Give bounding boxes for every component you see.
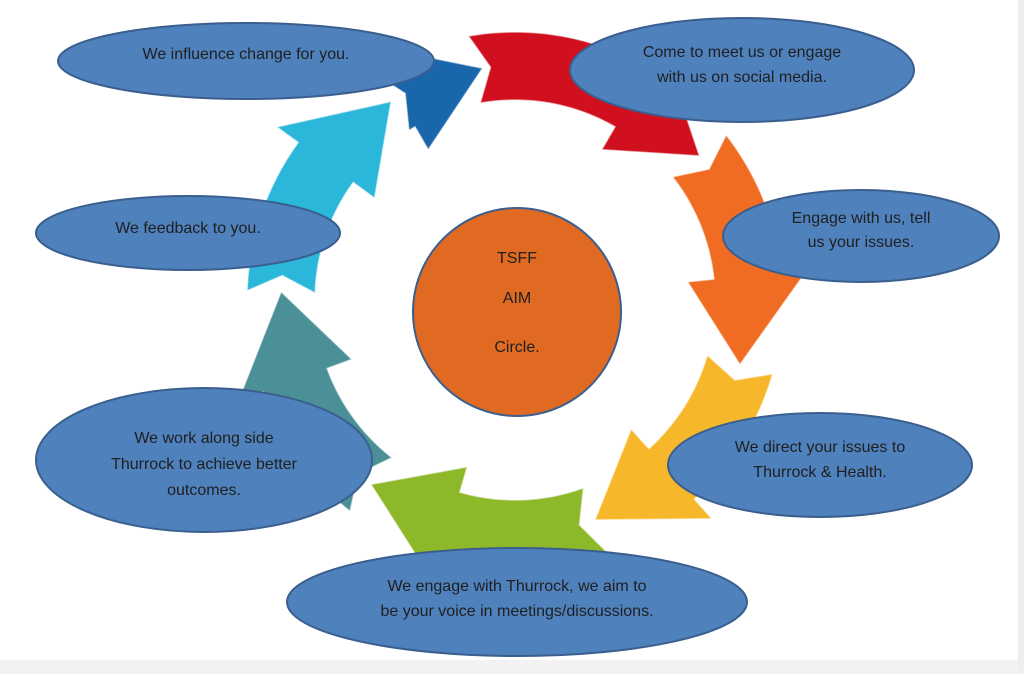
bottom-band <box>0 660 1024 674</box>
step-influence-change: We influence change for you. <box>57 22 435 100</box>
step-label-line: We work along side <box>134 430 273 447</box>
center-circle: TSFF AIM Circle. <box>412 207 622 417</box>
center-label-line: TSFF <box>497 250 537 267</box>
step-label-line: Thurrock & Health. <box>753 464 886 481</box>
step-label-line: outcomes. <box>167 482 241 499</box>
step-label-line: We feedback to you. <box>115 220 261 237</box>
center-label-line: AIM <box>503 290 531 307</box>
step-label-line: We direct your issues to <box>735 439 906 456</box>
step-label-line: We influence change for you. <box>143 46 350 63</box>
step-label-line: us your issues. <box>808 234 915 251</box>
center-circle-shape <box>412 207 622 417</box>
step-engage-thurrock: We engage with Thurrock, we aim to be you… <box>286 547 748 657</box>
step-ellipse <box>569 17 915 123</box>
step-label-line: Engage with us, tell <box>792 210 931 227</box>
step-label-line: be your voice in meetings/discussions. <box>380 603 653 620</box>
step-ellipse <box>286 547 748 657</box>
step-ellipse <box>722 189 1000 283</box>
step-ellipse <box>35 195 341 271</box>
step-label-line: Come to meet us or engage <box>643 44 841 61</box>
step-feedback: We feedback to you. <box>35 195 341 271</box>
step-label-line: Thurrock to achieve better <box>111 456 298 473</box>
arrow-come-to-meet <box>467 31 701 157</box>
step-come-to-meet: Come to meet us or engage with us on soci… <box>569 17 915 123</box>
right-edge <box>1018 0 1024 674</box>
center-label-line: Circle. <box>494 339 539 356</box>
step-ellipses: Come to meet us or engage with us on soci… <box>35 17 1000 657</box>
step-direct-issues: We direct your issues to Thurrock & Healt… <box>667 412 973 518</box>
step-engage-tell-issues: Engage with us, tell us your issues. <box>722 189 1000 283</box>
step-label-line: with us on social media. <box>656 69 827 86</box>
step-ellipse <box>35 387 373 533</box>
step-ellipse <box>667 412 973 518</box>
step-label-line: We engage with Thurrock, we aim to <box>387 578 646 595</box>
step-ellipse <box>57 22 435 100</box>
